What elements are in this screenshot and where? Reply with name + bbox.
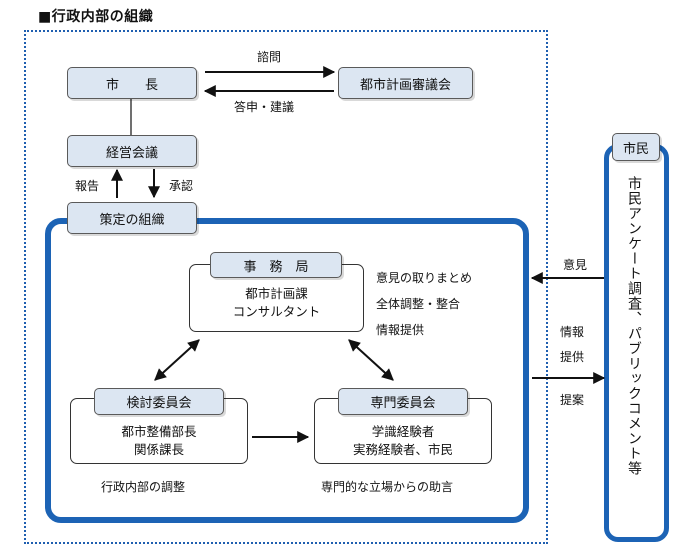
- review-committee-box: 検討委員会: [94, 388, 224, 415]
- council-box: 都市計画審議会: [338, 67, 473, 99]
- secretariat-member: 都市計画課: [245, 286, 308, 301]
- role-item: 情報提供: [376, 323, 425, 337]
- formulation-box: 策定の組織: [67, 202, 197, 234]
- proposal-label: 提案: [560, 393, 585, 407]
- report-advice-label: 答申・建議: [234, 100, 295, 114]
- expert-advice-label: 専門的な立場からの助言: [321, 480, 454, 494]
- approval-label: 承認: [169, 179, 194, 193]
- opinion-label: 意見: [563, 258, 588, 272]
- formulation-org-frame: [45, 218, 529, 523]
- expert-member: 実務経験者、市民: [352, 442, 453, 457]
- report-label: 報告: [75, 179, 100, 193]
- consult-label: 諮問: [257, 50, 282, 64]
- role-item: 全体調整・整合: [376, 297, 461, 311]
- citizen-methods: 市民アンケート調査、パブリックコメント等: [626, 176, 642, 476]
- review-member: 関係課長: [133, 442, 184, 457]
- secretariat-roles: 意見の取りまとめ 全体調整・整合 情報提供: [376, 265, 472, 343]
- citizen-box: 市民: [612, 133, 660, 161]
- management-box: 経営会議: [67, 135, 197, 167]
- secretariat-expert-arrow: [348, 339, 394, 381]
- role-item: 意見の取りまとめ: [376, 271, 473, 285]
- info-label-line: 提供: [560, 350, 585, 364]
- internal-org-boundary: [24, 30, 548, 544]
- info-provision-label: 情報 提供: [560, 320, 584, 370]
- info-label-line: 情報: [560, 325, 585, 339]
- mayor-box: 市 長: [67, 67, 197, 99]
- secretariat-member: コンサルタント: [232, 304, 321, 319]
- page-title: ■行政内部の組織: [38, 9, 154, 25]
- expert-committee-box: 専門委員会: [338, 388, 468, 415]
- secretariat-box: 事 務 局: [210, 252, 342, 278]
- expert-member: 学識経験者: [371, 424, 435, 439]
- review-member: 都市整備部長: [121, 424, 197, 439]
- internal-coordination-label: 行政内部の調整: [101, 480, 186, 494]
- secretariat-review-arrow: [154, 339, 200, 381]
